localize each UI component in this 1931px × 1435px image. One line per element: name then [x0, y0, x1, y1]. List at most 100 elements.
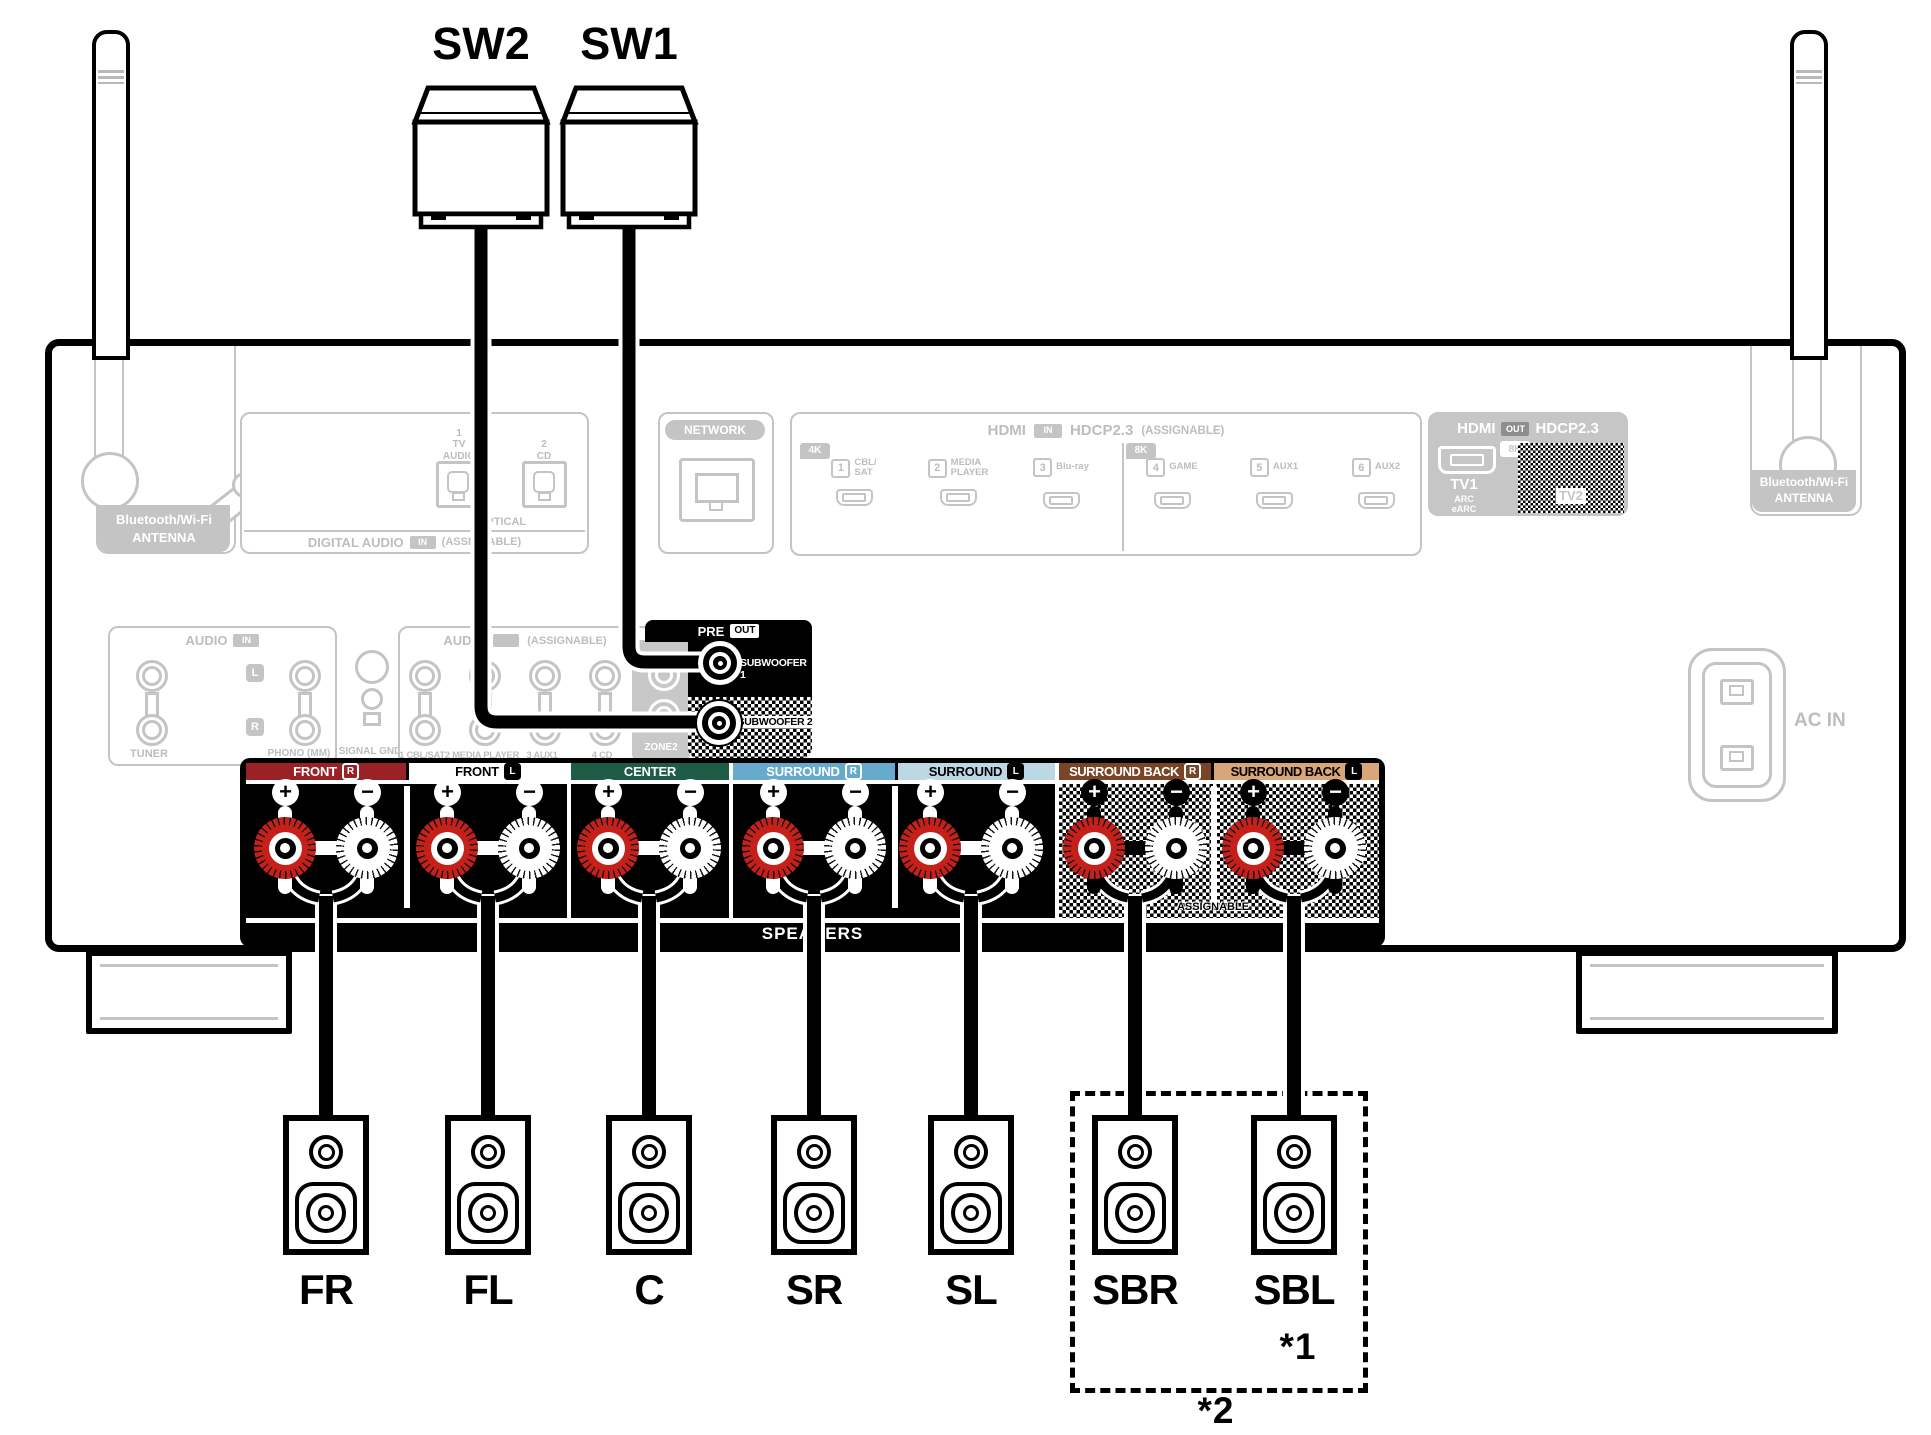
- minus-label: −: [1163, 779, 1190, 806]
- rca-jack-icon: [289, 660, 321, 692]
- ac-in-label: AC IN: [1794, 710, 1846, 731]
- binding-post-positive: [577, 817, 639, 879]
- digital-audio-port2-label: 2 CD: [536, 439, 552, 462]
- hdmi-port-icon: [835, 488, 873, 506]
- ac-inlet-icon: [1688, 648, 1786, 802]
- r-badge: R: [1183, 763, 1201, 780]
- speaker-c: [606, 1115, 692, 1255]
- col-label: 3 AUX1: [526, 750, 558, 761]
- hdmi-input-3: 3 Blu-ray: [1016, 458, 1106, 509]
- wifi-antenna-right: [1790, 30, 1828, 360]
- hdmi-out-header: HDMI OUT HDCP2.3: [1457, 420, 1599, 437]
- surround-back-option-box: [1070, 1091, 1368, 1393]
- 8k-badge: 8K: [1126, 443, 1156, 459]
- in-badge: [493, 634, 520, 647]
- l-badge: L: [503, 763, 521, 780]
- pair-separator: [404, 786, 410, 908]
- 4k-badge: 4K: [800, 443, 830, 459]
- col-label: 4 CD: [591, 750, 613, 761]
- plus-label: +: [760, 779, 787, 806]
- pre-out-header: PRE OUT: [645, 620, 812, 642]
- col-label: 2 MEDIA PLAYER: [444, 750, 520, 761]
- binding-post-negative: [498, 817, 560, 879]
- rca-jack-icon: [595, 666, 615, 686]
- rca-jack-icon: [142, 666, 162, 686]
- out-badge: OUT: [730, 624, 760, 638]
- signal-gnd-post-icon: [361, 688, 383, 710]
- speaker-sbl: [1251, 1115, 1337, 1255]
- out-badge: OUT: [1501, 421, 1530, 436]
- tuner-label: TUNER: [130, 748, 168, 760]
- pre-label: PRE: [697, 623, 725, 639]
- binding-post-positive: [416, 817, 478, 879]
- hdmi-input-6: 6 AUX2: [1331, 458, 1421, 509]
- left-channel-badge: L: [246, 664, 264, 682]
- audio-in-section: AUDIO IN L R TUNER PHONO (MM): [108, 626, 337, 766]
- col-label: 1 CBL/SAT: [399, 750, 445, 761]
- digital-audio-port1-label: 1 TV AUDIO: [442, 427, 476, 462]
- hdmi-port-icon: [939, 488, 977, 506]
- binding-post-negative: [824, 817, 886, 879]
- minus-label: −: [516, 779, 543, 806]
- l-badge: L: [1345, 763, 1363, 780]
- binding-post-negative: [336, 817, 398, 879]
- binding-post-positive: [1222, 817, 1284, 879]
- plus-label: +: [917, 779, 944, 806]
- wifi-antenna-left: [92, 30, 130, 360]
- speaker-label-fr: FR: [299, 1266, 354, 1313]
- antenna-label-right: Bluetooth/Wi-Fi ANTENNA: [1752, 470, 1856, 512]
- sw2-label: SW2: [432, 18, 530, 69]
- antenna-label-line2: ANTENNA: [132, 529, 196, 545]
- speaker-label-sr: SR: [785, 1266, 843, 1313]
- binding-post-negative: [1304, 817, 1366, 879]
- speaker-label-sbl: SBL: [1253, 1266, 1336, 1313]
- speaker-fl: [445, 1115, 531, 1255]
- plus-label: +: [1081, 779, 1108, 806]
- receiver-foot-right: [1576, 950, 1838, 1034]
- plus-label: +: [272, 779, 299, 806]
- subwoofer2-jack: [695, 699, 743, 747]
- right-channel-badge: R: [246, 718, 264, 736]
- rca-jack-icon: [409, 660, 441, 692]
- footnote-2: *2: [1197, 1390, 1235, 1431]
- binding-post-positive: [899, 817, 961, 879]
- antenna-label-left: Bluetooth/Wi-Fi ANTENNA: [98, 505, 230, 552]
- tv2-label: TV2: [1556, 488, 1586, 504]
- subwoofer2-label: SUBWOOFER 2: [736, 716, 814, 728]
- speaker-sbr: [1092, 1115, 1178, 1255]
- hdmi-in-divider: [1122, 443, 1124, 551]
- speaker-label-fl: FL: [463, 1266, 513, 1313]
- speaker-sl: [928, 1115, 1014, 1255]
- pair-separator: [1211, 786, 1217, 908]
- digital-audio-section: 1 TV AUDIO 2 CD OPTICAL DIGITAL AUDIO IN…: [240, 412, 589, 554]
- signal-gnd-post-icon: [355, 650, 389, 684]
- rca-jack-icon: [142, 720, 162, 740]
- subwoofer1-jack: [698, 641, 742, 685]
- antenna-label-line1: Bluetooth/Wi-Fi: [1759, 475, 1849, 490]
- rca-jack-icon: [529, 660, 561, 692]
- hdmi-in-section: HDMI IN HDCP2.3 (ASSIGNABLE) 4K 8K 1 CBL…: [790, 412, 1422, 556]
- hdmi-port-tv1-icon: [1438, 446, 1496, 474]
- hdmi-port-icon: [1255, 492, 1293, 509]
- tv1-label: TV1: [1450, 476, 1478, 493]
- hdmi-input-5: 5 AUX1: [1229, 458, 1319, 509]
- speaker-label-sl: SL: [945, 1266, 998, 1313]
- antenna-label-line2: ANTENNA: [1774, 491, 1834, 505]
- signal-gnd-post-icon: [363, 712, 381, 726]
- hdmi-port-icon: [1153, 492, 1191, 509]
- hdmi-port-icon: [1042, 492, 1080, 509]
- plus-label: +: [595, 779, 622, 806]
- plus-label: +: [1240, 779, 1267, 806]
- binding-post-positive: [742, 817, 804, 879]
- antenna-shaft-gray-right: [1792, 346, 1822, 446]
- plus-label: +: [434, 779, 461, 806]
- speaker-label-c: C: [634, 1266, 664, 1313]
- ethernet-port-icon: [679, 458, 755, 522]
